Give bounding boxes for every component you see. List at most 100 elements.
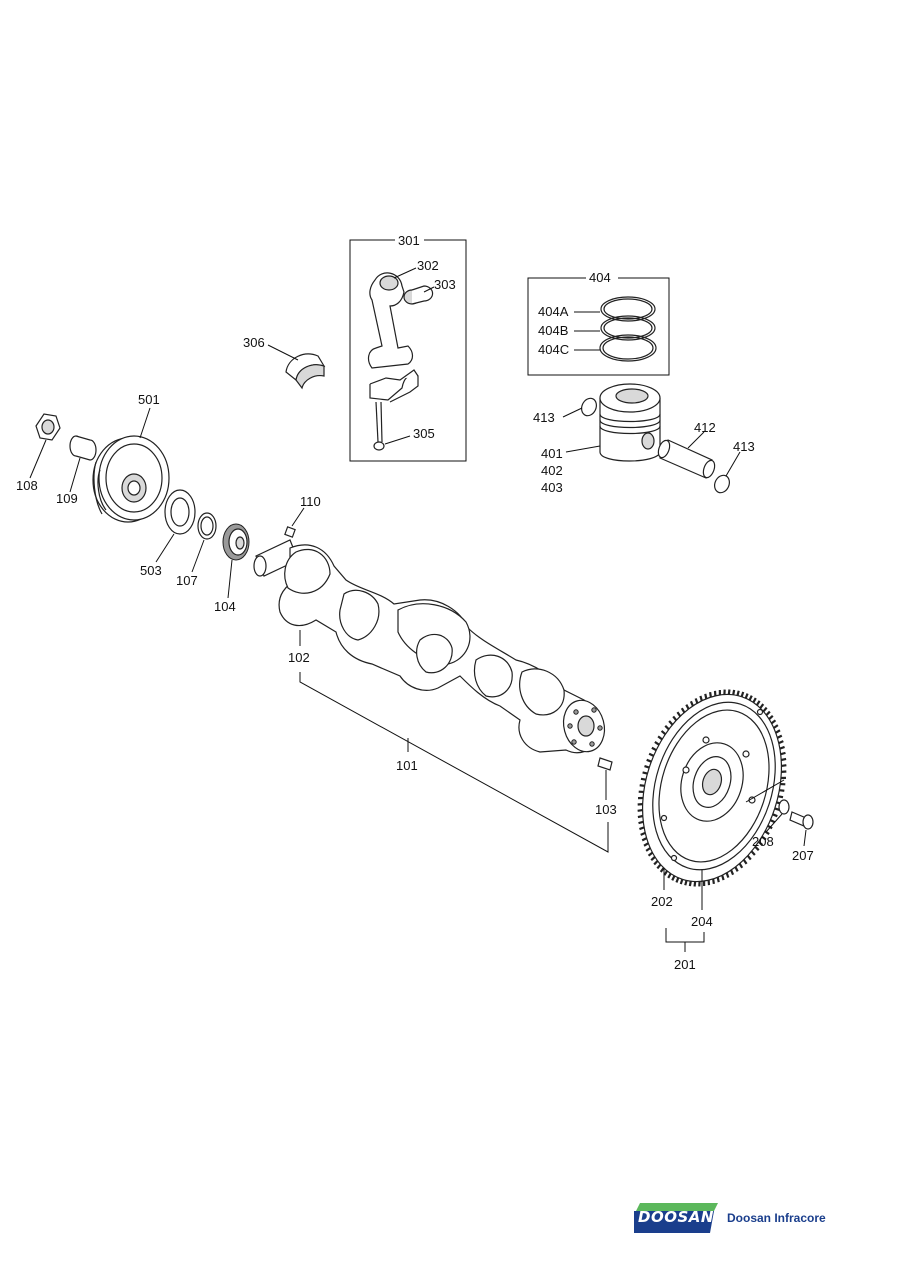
rod-cap-top xyxy=(369,369,419,385)
gear-tooth xyxy=(777,795,784,799)
callout-402: 402 xyxy=(541,463,563,478)
gear-tooth xyxy=(752,697,757,703)
callout-110: 110 xyxy=(300,494,321,509)
company-name: Doosan Infracore xyxy=(727,1211,826,1225)
callout-202: 202 xyxy=(651,894,673,909)
gear-tooth xyxy=(639,826,645,831)
gear-tooth xyxy=(716,877,720,883)
crank-web-2 xyxy=(339,589,380,641)
gear-tooth xyxy=(774,807,780,811)
crankshaft-group: 102 101 103 xyxy=(253,539,617,853)
callout-404c: 404C xyxy=(538,342,569,357)
callout-404: 404 xyxy=(589,270,611,285)
group-box-301 xyxy=(349,239,467,462)
callout-204: 204 xyxy=(691,914,713,929)
circlip-413-right xyxy=(714,474,730,494)
gear-tooth xyxy=(664,725,670,731)
rod-small-end-bore xyxy=(379,275,399,291)
gear-tooth xyxy=(642,771,648,775)
piston-ring-404c xyxy=(599,334,657,362)
gear-tooth xyxy=(680,707,686,714)
callout-413-left: 413 xyxy=(533,410,555,425)
key-110 xyxy=(284,526,296,538)
gear-tooth xyxy=(779,745,785,750)
gear-tooth xyxy=(762,706,768,713)
gear-tooth xyxy=(645,847,651,852)
doosan-wordmark: DOOSAN xyxy=(638,1208,714,1226)
piston-ring-404b xyxy=(600,315,656,341)
connecting-rod-group: 301 302 303 305 xyxy=(349,233,467,462)
callout-302: 302 xyxy=(417,258,439,273)
gear-tooth xyxy=(650,856,656,862)
callout-109: 109 xyxy=(56,491,78,506)
gear-tooth xyxy=(679,878,684,885)
seal-ring-107 xyxy=(197,512,217,540)
gear-tooth xyxy=(730,869,735,876)
gear-tooth xyxy=(755,700,761,706)
gear-tooth xyxy=(779,789,785,792)
callout-404a: 404A xyxy=(538,304,569,319)
callout-503: 503 xyxy=(140,563,162,578)
callout-412: 412 xyxy=(694,420,716,435)
gear-tooth xyxy=(773,724,779,729)
group-box-404 xyxy=(527,277,670,376)
gear-tooth xyxy=(640,777,647,781)
gear-tooth xyxy=(738,862,744,869)
dowel-pin-103 xyxy=(597,757,613,771)
doosan-logo-mark xyxy=(634,1203,718,1233)
connecting-rod xyxy=(367,272,414,369)
gear-tooth xyxy=(778,740,784,745)
washer-208 xyxy=(778,799,790,815)
gear-tooth xyxy=(656,863,662,870)
gear-tooth xyxy=(772,813,778,818)
gear-tooth xyxy=(648,752,655,757)
callout-208: 208 xyxy=(752,834,774,849)
ring-gear-teeth xyxy=(637,689,787,887)
gear-tooth xyxy=(770,719,777,725)
crank-web-5 xyxy=(519,668,565,716)
callout-101: 101 xyxy=(396,758,418,773)
callout-404b: 404B xyxy=(538,323,568,338)
bearing-shell-group: 306 xyxy=(243,335,326,390)
rod-bolt-305 xyxy=(375,401,379,443)
gear-tooth xyxy=(651,746,657,752)
gear-tooth xyxy=(643,842,649,847)
leader-101 xyxy=(299,672,609,853)
gear-tooth xyxy=(721,874,725,881)
flywheel-group: 208 207 202 204 201 xyxy=(637,689,814,972)
crank-web-front xyxy=(284,548,331,594)
gear-tooth xyxy=(765,710,771,716)
gear-tooth xyxy=(725,872,730,878)
gear-tooth xyxy=(764,830,770,835)
crank-pin xyxy=(416,633,453,674)
callout-102: 102 xyxy=(288,650,310,665)
gear-tooth xyxy=(748,695,753,701)
gear-tooth xyxy=(740,691,745,698)
gear-tooth xyxy=(689,700,694,707)
callout-107: 107 xyxy=(176,573,198,588)
gear-tooth xyxy=(734,866,739,872)
gear-tooth xyxy=(653,860,659,866)
gear-tooth xyxy=(693,881,697,887)
gear-tooth xyxy=(671,875,676,881)
rod-bolt-head xyxy=(373,441,385,451)
gear-tooth xyxy=(742,859,748,865)
gear-tooth xyxy=(659,867,665,873)
gear-tooth xyxy=(672,715,678,721)
doosan-logo: DOOSAN Doosan Infracore xyxy=(634,1203,826,1235)
piston-bowl xyxy=(615,388,649,404)
piston-pin-bore xyxy=(641,432,655,450)
callout-305: 305 xyxy=(413,426,435,441)
gear-tooth xyxy=(727,689,731,695)
callout-207: 207 xyxy=(792,848,814,863)
gear-tooth xyxy=(781,764,787,767)
callout-103: 103 xyxy=(595,802,617,817)
gear-tooth xyxy=(685,704,690,710)
callout-104: 104 xyxy=(214,599,236,614)
gear-tooth xyxy=(668,720,674,726)
gear-tooth xyxy=(736,690,740,696)
callout-501: 501 xyxy=(138,392,160,407)
circlip-413-left xyxy=(581,397,597,417)
